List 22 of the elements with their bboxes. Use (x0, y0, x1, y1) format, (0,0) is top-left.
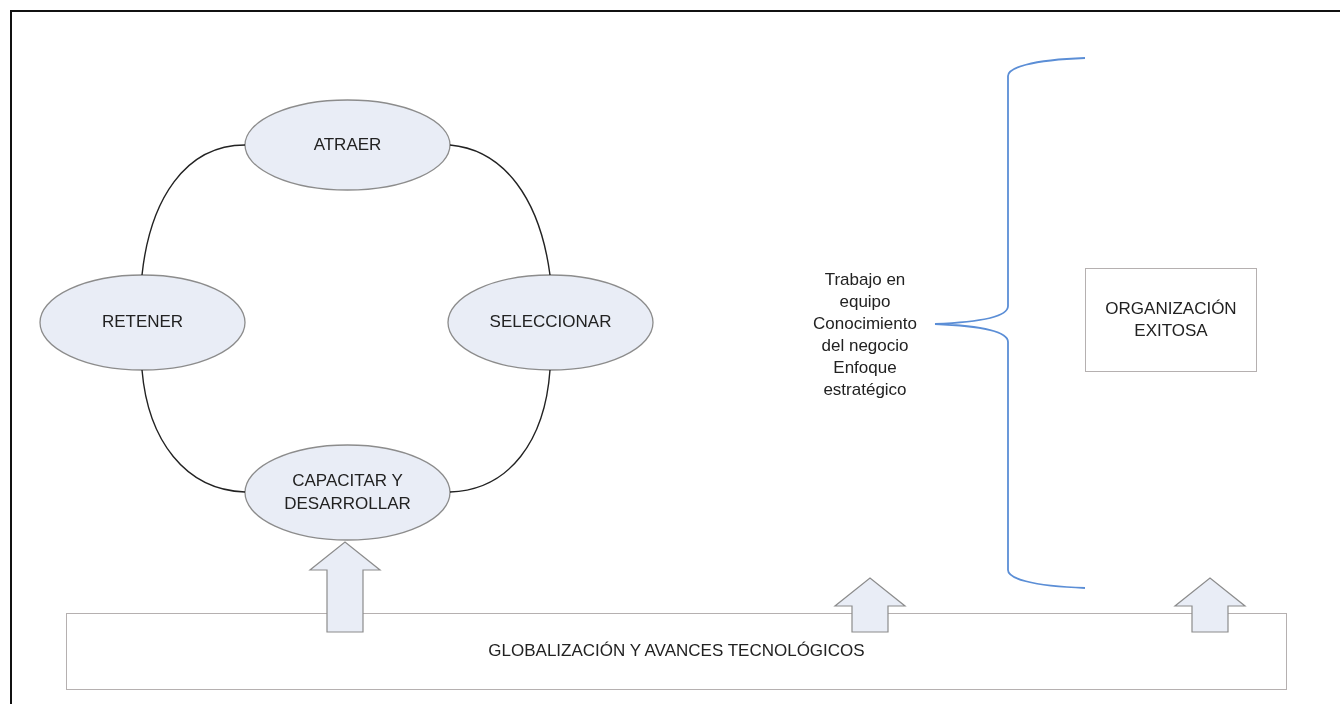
connector-line (141, 144, 246, 276)
block-arrow (308, 541, 382, 633)
connector-line (141, 369, 246, 493)
factor-text: Conocimiento del negocio (812, 312, 918, 357)
block-arrow (833, 577, 907, 633)
stage-label: RETENER (101, 311, 184, 334)
factor-text: Trabajo en equipo (823, 268, 907, 313)
base-label: GLOBALIZACIÓN Y AVANCES TECNOLÓGICOS (488, 640, 865, 663)
connector-line (449, 144, 551, 276)
block-arrow (1173, 577, 1247, 633)
stage-label: CAPACITAR Y DESARROLLAR (283, 470, 412, 515)
result-label: ORGANIZACIÓN EXITOSA (1104, 297, 1238, 342)
stage-label: SELECCIONAR (489, 311, 612, 334)
result-box (1085, 268, 1257, 372)
stage-ellipse (39, 274, 246, 371)
stage-ellipse (244, 99, 451, 191)
stage-label: ATRAER (313, 133, 382, 156)
stage-ellipse (447, 274, 654, 371)
factor-text: Enfoque estratégico (822, 357, 908, 402)
connector-line (449, 369, 551, 493)
base-bar (66, 613, 1287, 690)
stage-ellipse (244, 444, 451, 541)
